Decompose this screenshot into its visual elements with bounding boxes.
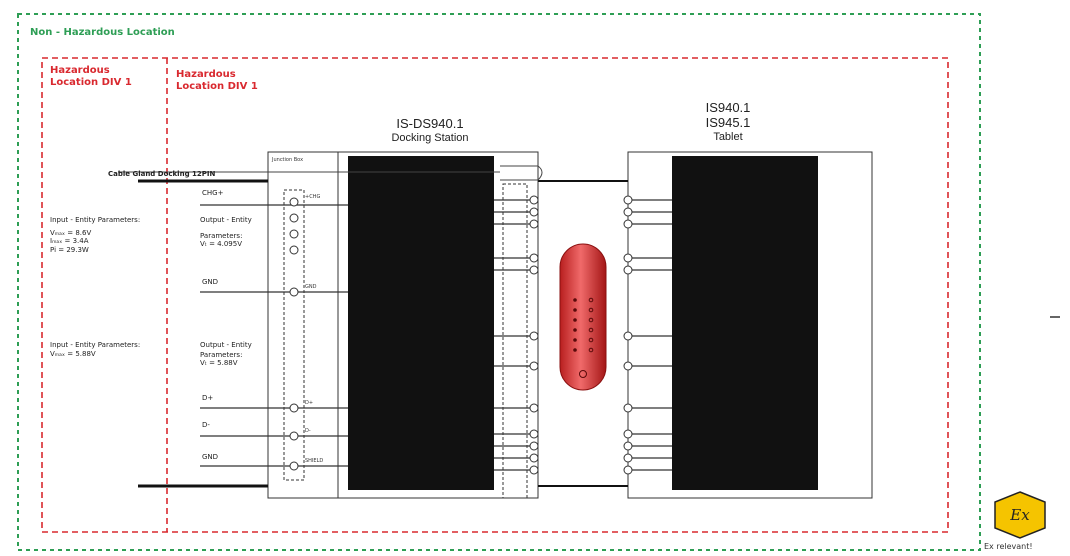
tablet-block [672,156,818,490]
tablet-input-wires [628,199,672,471]
wire-label-dminus: D- [202,421,210,429]
input-params-1-line-1: Vₘₐₓ = 8.6V [50,228,92,237]
non-hazardous-label: Non - Hazardous Location [30,27,175,38]
input-params-1-line-3: Pi = 29.3W [50,245,89,254]
ex-badge-symbol: Ex [1010,506,1030,524]
input-params-2-title: Input - Entity Parameters: [50,341,141,349]
field-wires [200,204,348,467]
output-params-1: Output - Entity Parameters: Vₜ = 4.095V [200,216,252,249]
docking-station-name: Docking Station [391,132,469,144]
output-params-1-line-2: Vₜ = 4.095V [200,240,242,248]
wire-label-dplus: D+ [202,394,214,402]
hazardous-right-line-2: Location DIV 1 [176,81,258,92]
junction-box-title: Junction Box [272,157,304,163]
terminal-label-shield: SHIELD [305,458,324,464]
non-hazardous-border [17,13,981,551]
wire-label-chg: CHG+ [202,189,224,197]
terminal-label-chg: +CHG [305,194,321,200]
docking-station-model: IS-DS940.1 [396,116,464,131]
junction-terminals [289,197,299,471]
dock-pin-terminals [529,195,539,475]
hazardous-left-label: Hazardous Location DIV 1 [50,65,132,89]
output-params-1-title: Output - Entity [200,216,252,224]
input-params-1-title: Input - Entity Parameters: [50,216,141,224]
tablet-pin-terminals [623,195,633,475]
wire-label-gnd-1: GND [202,278,219,286]
docking-station-title: IS-DS940.1 Docking Station [330,116,530,146]
hazardous-left-line-1: Hazardous [50,65,110,76]
terminal-strip [283,189,305,481]
output-params-1-line-1: Parameters: [200,231,243,240]
ex-badge-caption: Ex relevant! [984,542,1033,551]
input-params-1-line-2: Iₘₐₓ = 3.4A [50,237,89,245]
dock-output-wires [494,199,534,471]
docking-dashed-box [502,183,528,499]
output-params-2-title: Output - Entity [200,341,252,349]
terminal-label-dplus: D+ [305,400,314,406]
tablet-model-1: IS940.1 [705,100,751,115]
ex-badge-icon [994,491,1046,539]
tablet-title: IS940.1 IS945.1 Tablet [640,100,816,145]
input-params-2: Input - Entity Parameters: Vₘₐₓ = 5.88V [50,341,140,358]
junction-box-outline [267,151,347,499]
input-params-2-line-1: Vₘₐₓ = 5.88V [50,349,96,358]
gland-hook [500,165,543,181]
tablet-model-2: IS945.1 [705,115,751,130]
wire-label-gnd-2: GND [202,453,219,461]
docking-station-block [348,156,494,490]
input-params-1: Input - Entity Parameters: Vₘₐₓ = 8.6V I… [50,216,140,254]
output-params-2: Output - Entity Parameters: Vₜ = 5.88V [200,341,252,368]
hazardous-right-line-1: Hazardous [176,69,236,80]
tablet-name: Tablet [713,131,743,143]
hazardous-right-label: Hazardous Location DIV 1 [176,69,258,93]
hazardous-left-line-2: Location DIV 1 [50,77,132,88]
hazardous-border-outer [41,57,949,533]
terminal-label-dminus: D- [305,428,311,434]
connector-capsule [559,243,607,391]
cable-gland-label: Cable Gland Docking 12PIN [108,170,216,178]
capsule-pins [573,297,594,378]
terminal-label-gnd: GND [305,284,317,290]
output-params-2-line-2: Vₜ = 5.88V [200,359,238,367]
output-params-2-line-1: Parameters: [200,350,243,359]
